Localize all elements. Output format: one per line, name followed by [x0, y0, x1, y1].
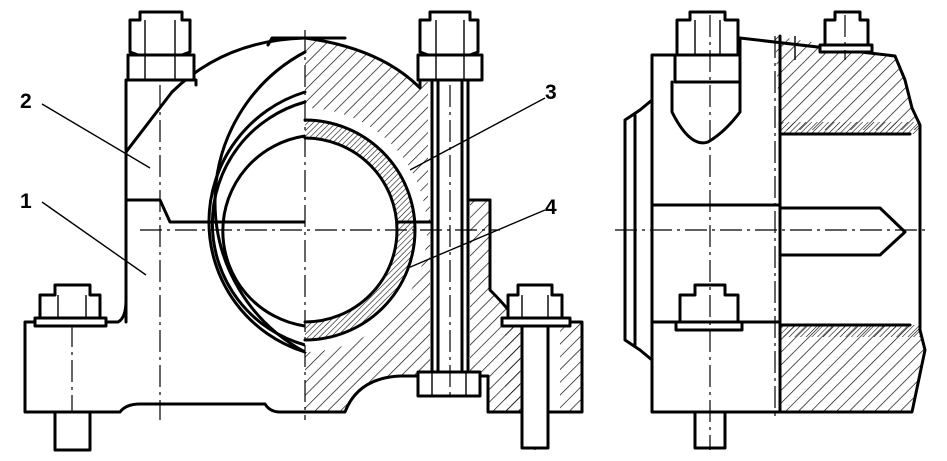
bearing-shell-arc-mid — [210, 100, 307, 347]
base-bolt-left — [33, 283, 108, 452]
callout-2: 2 — [20, 90, 151, 169]
section-parting-line — [395, 198, 492, 224]
callout-1: 1 — [20, 190, 147, 276]
cap-top — [266, 36, 347, 47]
cap-parting-line-left — [124, 198, 307, 224]
side-view-bore — [778, 34, 912, 414]
side-bolt-recess — [670, 80, 742, 145]
callout-4: 4 — [407, 196, 557, 269]
bearing-shell-arc-outer — [207, 90, 307, 354]
nut-top-right — [416, 10, 484, 82]
callout-2-label: 2 — [20, 90, 32, 113]
front-view — [23, 10, 584, 452]
side-view-outline — [650, 36, 927, 414]
nut-top-left — [126, 10, 196, 82]
bolt-head-bottom — [416, 370, 482, 398]
callout-3-label: 3 — [545, 81, 557, 104]
through-bolt-shank — [430, 80, 470, 374]
housing-base-outline — [23, 36, 307, 414]
side-nut-bottom — [674, 283, 744, 450]
side-view — [615, 10, 930, 450]
side-nut-top-right — [818, 10, 874, 54]
callout-1-label: 1 — [20, 190, 32, 213]
callout-4-label: 4 — [545, 196, 557, 219]
side-nut-top-left — [673, 10, 742, 84]
callout-3: 3 — [409, 81, 557, 171]
shaft-keyway — [778, 206, 907, 257]
bore-arc — [221, 134, 307, 328]
base-bolt-right — [500, 283, 572, 450]
